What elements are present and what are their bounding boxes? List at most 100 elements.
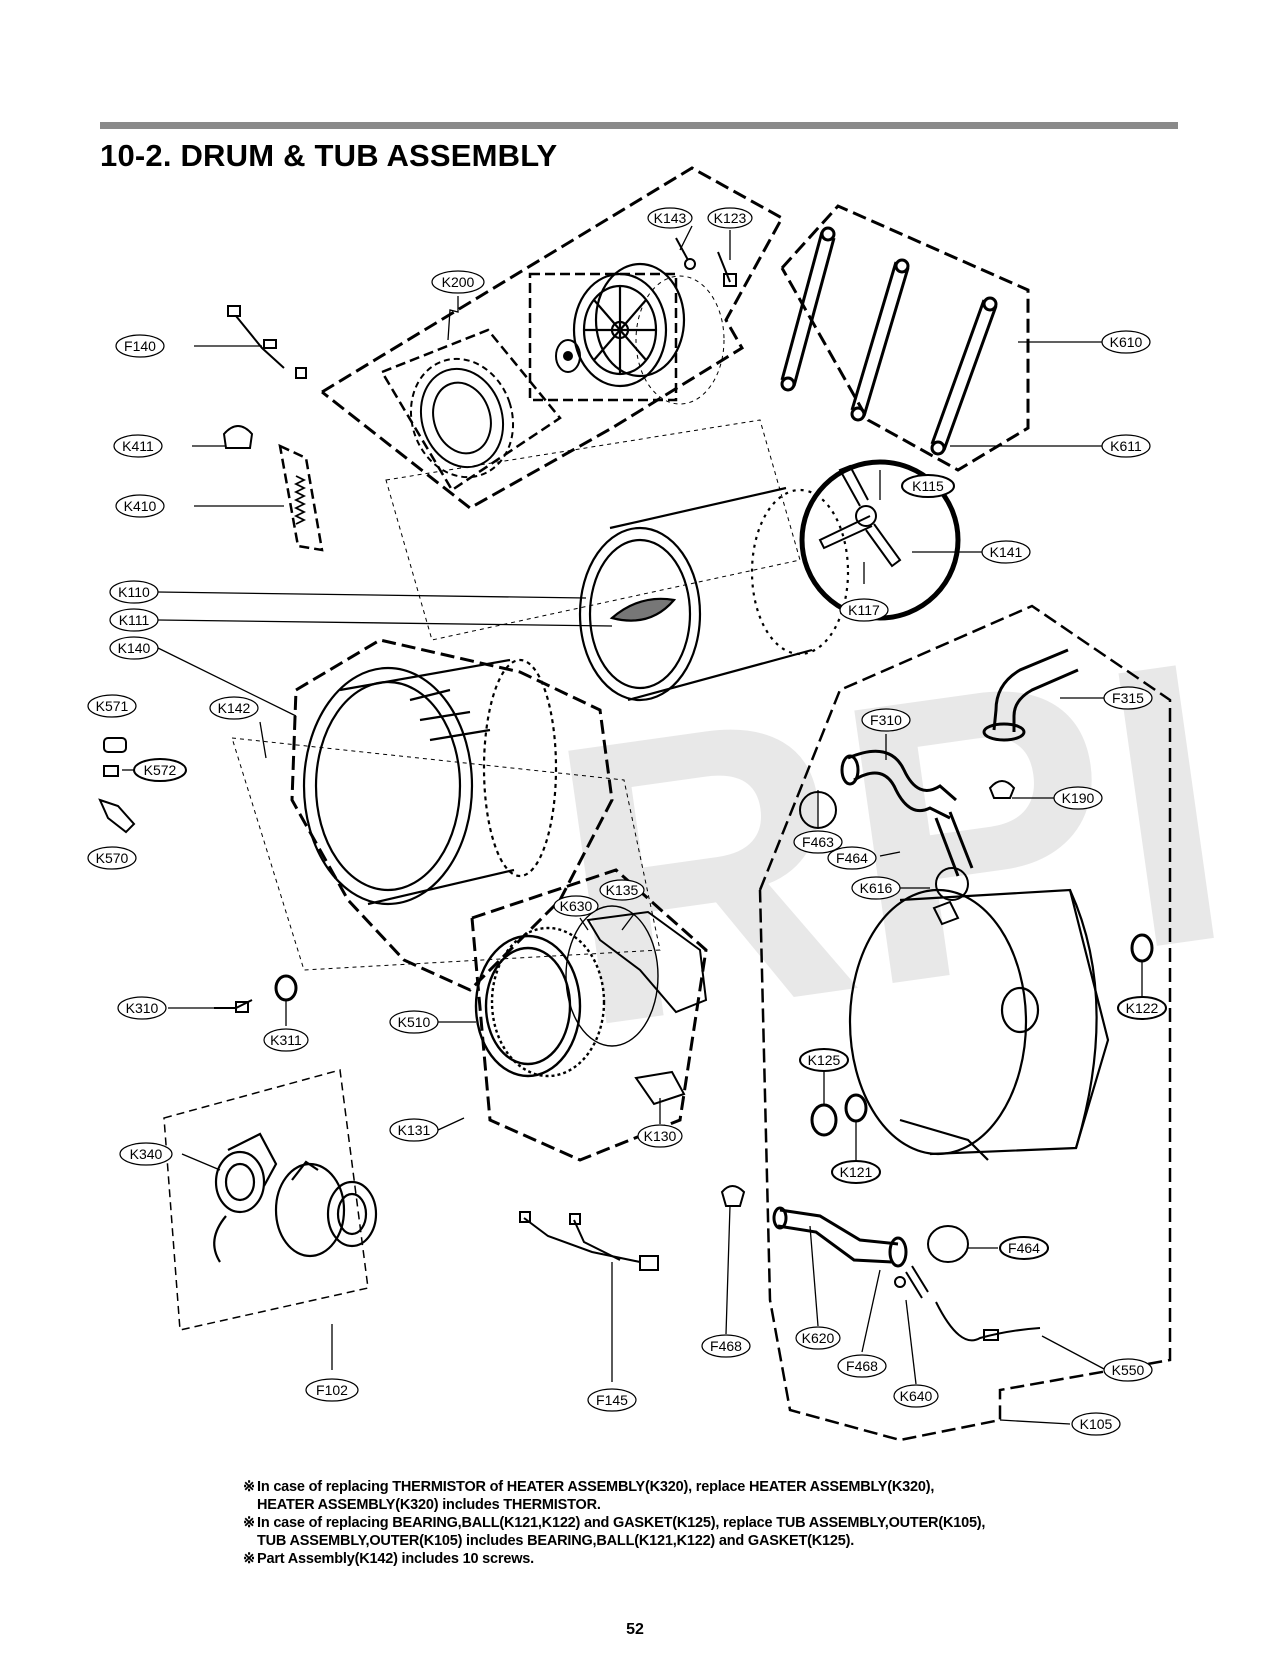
page-number: 52: [626, 1621, 644, 1638]
note-line: ※In case of replacing THERMISTOR of HEAT…: [243, 1478, 985, 1496]
note-text: In case of replacing BEARING,BALL(K121,K…: [257, 1515, 986, 1531]
stator: [409, 357, 515, 479]
svg-text:F310: F310: [870, 712, 902, 728]
svg-text:K143: K143: [654, 210, 687, 226]
callout-k572: K572: [133, 758, 187, 782]
svg-text:K125: K125: [808, 1052, 841, 1068]
callout-f140: F140: [115, 334, 165, 358]
svg-text:K310: K310: [126, 1000, 159, 1016]
note-line: TUB ASSEMBLY,OUTER(K105) includes BEARIN…: [243, 1532, 985, 1550]
motor-group-outline: [321, 166, 785, 510]
svg-text:K200: K200: [442, 274, 475, 290]
note-line: ※In case of replacing BEARING,BALL(K121,…: [243, 1514, 985, 1532]
svg-text:K105: K105: [1080, 1416, 1113, 1432]
harness-f145: [519, 1211, 659, 1271]
callout-k117: K117: [839, 598, 889, 622]
callout-k616: K616: [851, 876, 901, 900]
note-text: In case of replacing THERMISTOR of HEATE…: [257, 1479, 935, 1495]
callout-k130: K130: [637, 1124, 683, 1148]
svg-text:K610: K610: [1110, 334, 1143, 350]
svg-text:K190: K190: [1062, 790, 1095, 806]
note-mark: ※: [243, 1551, 255, 1567]
callout-k310: K310: [117, 996, 167, 1020]
tub-rear-k105: [848, 888, 1110, 1161]
svg-text:K571: K571: [96, 698, 129, 714]
motor-bolts: [675, 237, 737, 287]
callout-k190: K190: [1053, 786, 1103, 810]
svg-text:K130: K130: [644, 1128, 677, 1144]
spring-group-outline: [278, 443, 324, 552]
callout-k115: K115: [901, 474, 955, 498]
hose-f310: [840, 749, 974, 877]
spring-k410: [293, 475, 307, 525]
bearing-k311: [274, 974, 298, 1002]
svg-text:K117: K117: [848, 602, 880, 618]
thermistor-k310: [214, 999, 253, 1013]
callout-k510: K510: [389, 1010, 439, 1034]
callout-k105: K105: [1071, 1412, 1121, 1436]
notes-block: ※In case of replacing THERMISTOR of HEAT…: [243, 1478, 985, 1568]
callout-labels: K143 K123 K200 F140 K610 K611 K411 K410 …: [87, 207, 1167, 1436]
svg-text:K121: K121: [840, 1164, 873, 1180]
drain-pump-k340: [213, 1132, 378, 1263]
svg-text:K131: K131: [398, 1122, 431, 1138]
clamp-k630: [565, 905, 659, 1047]
callout-k640: K640: [893, 1384, 939, 1408]
svg-text:K311: K311: [270, 1032, 302, 1048]
svg-text:F145: F145: [596, 1392, 628, 1408]
svg-text:F468: F468: [846, 1358, 878, 1374]
front-tub-projection-outline: [231, 737, 661, 971]
rotor-projection: [635, 275, 725, 405]
svg-text:K570: K570: [96, 850, 129, 866]
svg-text:F140: F140: [124, 338, 156, 354]
svg-text:K611: K611: [1110, 438, 1142, 454]
svg-text:K122: K122: [1126, 1000, 1159, 1016]
callout-k611: K611: [1101, 434, 1151, 458]
harness-f140: [227, 305, 307, 379]
damper-group-outline: [780, 204, 1030, 472]
callout-k630: K630: [553, 895, 599, 917]
note-text: HEATER ASSEMBLY(K320) includes THERMISTO…: [257, 1497, 601, 1513]
svg-text:K111: K111: [119, 612, 150, 628]
svg-text:K620: K620: [802, 1330, 835, 1346]
callout-f464-upper: F464: [827, 846, 877, 870]
callout-k142: K142: [209, 696, 259, 720]
callout-k121: K121: [831, 1160, 881, 1184]
svg-text:K141: K141: [990, 544, 1023, 560]
svg-text:K110: K110: [118, 584, 150, 600]
svg-text:K550: K550: [1112, 1362, 1145, 1378]
callout-f464-lower: F464: [999, 1236, 1049, 1260]
svg-text:K410: K410: [124, 498, 157, 514]
bearings-k121-k125: [810, 1093, 868, 1137]
svg-text:K616: K616: [860, 880, 893, 896]
note-text: TUB ASSEMBLY,OUTER(K105) includes BEARIN…: [257, 1533, 855, 1549]
clamp-f464: [927, 1225, 969, 1263]
svg-text:K640: K640: [900, 1388, 933, 1404]
callout-f468-left: F468: [701, 1334, 751, 1358]
svg-text:K510: K510: [398, 1014, 431, 1030]
svg-text:K135: K135: [606, 882, 639, 898]
svg-text:K140: K140: [118, 640, 151, 656]
callout-k550: K550: [1103, 1358, 1153, 1382]
rotor: [572, 262, 686, 388]
drum-inner: [578, 486, 850, 702]
callout-f463: F463: [793, 830, 843, 854]
note-mark: ※: [243, 1479, 255, 1495]
callout-k111: K111: [109, 608, 159, 632]
door-sensor-parts: [98, 737, 136, 834]
callout-f310: F310: [861, 708, 911, 732]
callout-k122: K122: [1117, 996, 1167, 1020]
stator-subgroup-outline: [380, 328, 562, 492]
svg-text:K630: K630: [560, 898, 593, 914]
callout-f145: F145: [587, 1388, 637, 1412]
clip-f468: [720, 1185, 746, 1207]
watermark: RPI: [530, 576, 1253, 1111]
hinge-k411: [222, 425, 254, 449]
callout-f468-right: F468: [837, 1354, 887, 1378]
balance-weight-k135: [586, 910, 708, 1106]
section-title: 10-2. DRUM & TUB ASSEMBLY: [100, 138, 558, 173]
dampers: [780, 226, 998, 456]
svg-text:F464: F464: [836, 850, 868, 866]
callout-k123: K123: [707, 207, 753, 229]
callout-k110: K110: [109, 580, 159, 604]
